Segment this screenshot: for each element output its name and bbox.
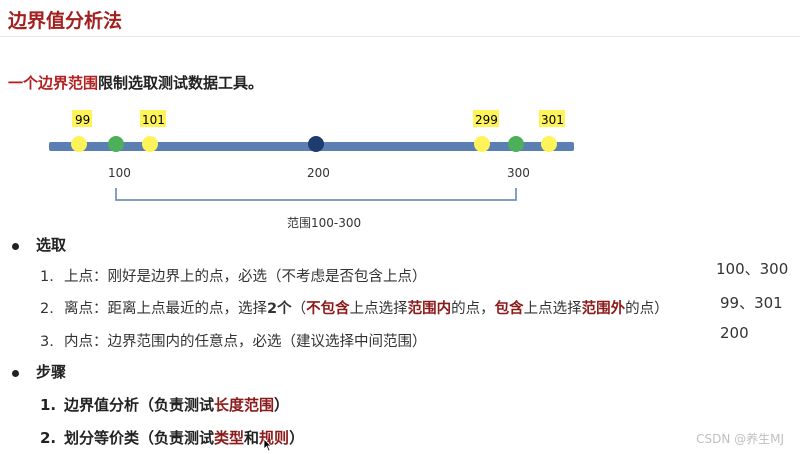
select-item-2-values: 99、301 <box>720 294 783 312</box>
point-200 <box>308 136 324 152</box>
step-item-1: 1. 边界值分析（负责测试长度范围） <box>40 394 289 415</box>
range-bracket <box>115 188 517 201</box>
point-299 <box>474 136 490 152</box>
intro-text: 一个边界范围限制选取测试数据工具。 <box>8 72 263 93</box>
range-caption: 范围100-300 <box>287 216 362 230</box>
select-item-1-values: 100、300 <box>716 260 789 278</box>
label-bg-299 <box>473 110 499 127</box>
step-item-1-num: 1. <box>40 396 57 414</box>
select-item-2-p6: 范围内 <box>407 301 452 317</box>
label-301: 301 <box>541 113 564 127</box>
select-item-2-p3: （ <box>291 301 307 317</box>
select-item-3-values: 200 <box>720 324 749 342</box>
step-item-2-p2: 类型 <box>214 429 245 447</box>
intro-highlight: 一个边界范围 <box>8 74 99 92</box>
point-99 <box>71 136 87 152</box>
select-item-2-p8: 包含 <box>494 301 524 317</box>
mouse-cursor-icon <box>263 438 272 452</box>
select-item-2-p2: 2个 <box>267 301 292 317</box>
label-bg-99 <box>72 110 92 127</box>
label-101: 101 <box>142 113 165 127</box>
label-99: 99 <box>75 113 90 127</box>
select-item-2-p9: 上点选择 <box>523 301 582 317</box>
select-item-2-p11: 的点） <box>625 301 669 317</box>
label-200: 200 <box>307 166 330 180</box>
select-item-1: 1. 上点：刚好是边界上的点，必选（不考虑是否包含上点） <box>40 265 427 286</box>
step-item-2-p3: 和 <box>244 429 260 447</box>
step-item-1-p1: 边界值分析（负责测试 <box>64 396 215 414</box>
select-item-2-p7: 的点， <box>451 301 495 317</box>
select-item-2-p1: 离点：距离上点最近的点，选择 <box>64 301 267 317</box>
step-item-2: 2.划分等价类（负责测试类型和规则） <box>40 427 304 448</box>
step-item-1-p3: ） <box>274 396 290 414</box>
step-item-1-p2: 长度范围 <box>214 396 275 414</box>
select-item-3-num: 3. <box>40 334 54 350</box>
label-bg-301 <box>539 110 565 127</box>
label-299: 299 <box>475 113 498 127</box>
title-divider <box>0 36 800 37</box>
section-heading-steps: 步骤 <box>36 363 67 381</box>
select-item-2: 2.离点：距离上点最近的点，选择2个（不包含上点选择范围内的点，包含上点选择范围… <box>40 297 669 318</box>
point-300 <box>508 136 524 152</box>
point-100 <box>108 136 124 152</box>
select-item-2-p4: 不包含 <box>306 301 350 317</box>
select-item-2-p5: 上点选择 <box>349 301 408 317</box>
intro-rest: 限制选取测试数据工具。 <box>98 74 264 92</box>
bullet-dot-steps <box>12 370 19 377</box>
label-300: 300 <box>507 166 530 180</box>
select-item-3: 3. 内点：边界范围内的任意点，必选（建议选择中间范围） <box>40 330 427 351</box>
label-bg-101 <box>140 110 166 127</box>
point-101 <box>142 136 158 152</box>
step-item-2-p1: 划分等价类（负责测试 <box>64 429 215 447</box>
section-heading-select: 选取 <box>36 236 67 254</box>
watermark: CSDN @养生MJ <box>696 432 784 446</box>
step-item-2-p5: ） <box>289 429 305 447</box>
step-item-2-num: 2. <box>40 429 57 447</box>
select-item-2-p10: 范围外 <box>581 301 626 317</box>
boundary-diagram: 99 101 299 301 100 200 300 <box>49 110 574 201</box>
label-100: 100 <box>108 166 131 180</box>
bullet-dot-select <box>12 243 19 250</box>
select-item-1-num: 1. <box>40 269 54 285</box>
select-item-2-num: 2. <box>40 301 54 317</box>
point-301 <box>541 136 557 152</box>
page-title: 边界值分析法 <box>8 10 123 32</box>
select-item-3-text: 内点：边界范围内的任意点，必选（建议选择中间范围） <box>64 334 427 350</box>
select-item-1-text: 上点：刚好是边界上的点，必选（不考虑是否包含上点） <box>64 269 427 285</box>
